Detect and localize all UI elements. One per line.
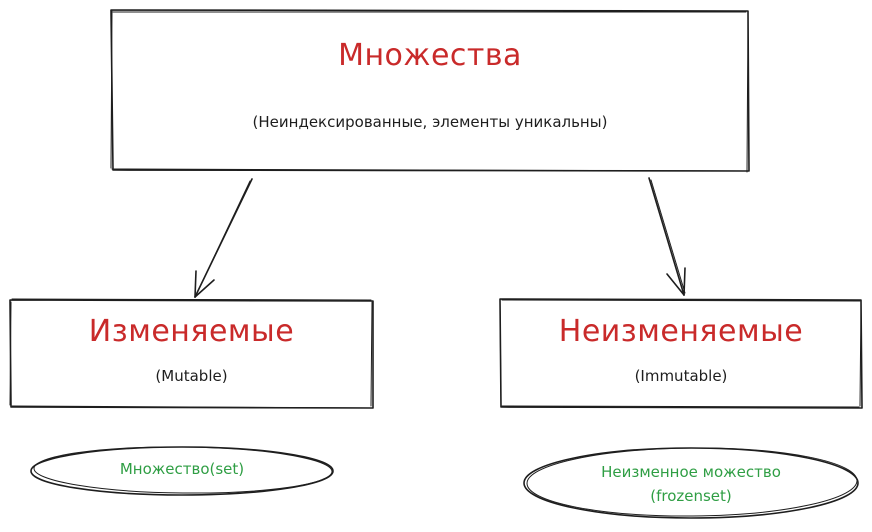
immutable-subtitle: (Immutable) xyxy=(634,367,728,385)
mutable-box xyxy=(9,298,374,409)
root-subtitle: (Неиндексированные, элементы уникальны) xyxy=(252,113,608,131)
mutable-title: Изменяемые xyxy=(88,314,295,349)
set-example-label: Множество(set) xyxy=(119,460,245,478)
set-ellipse xyxy=(30,446,334,496)
root-box xyxy=(110,9,750,173)
root-title: Множества xyxy=(338,38,522,73)
arrow-to-immutable xyxy=(648,177,686,296)
frozenset-example-line2: (frozenset) xyxy=(650,487,732,505)
mutable-subtitle: (Mutable) xyxy=(155,367,228,385)
immutable-title: Неизменяемые xyxy=(558,314,804,349)
arrow-to-mutable xyxy=(194,178,253,298)
immutable-box xyxy=(499,298,863,409)
frozenset-example-line1: Неизменное можество xyxy=(601,463,781,481)
frozenset-ellipse xyxy=(523,447,859,519)
